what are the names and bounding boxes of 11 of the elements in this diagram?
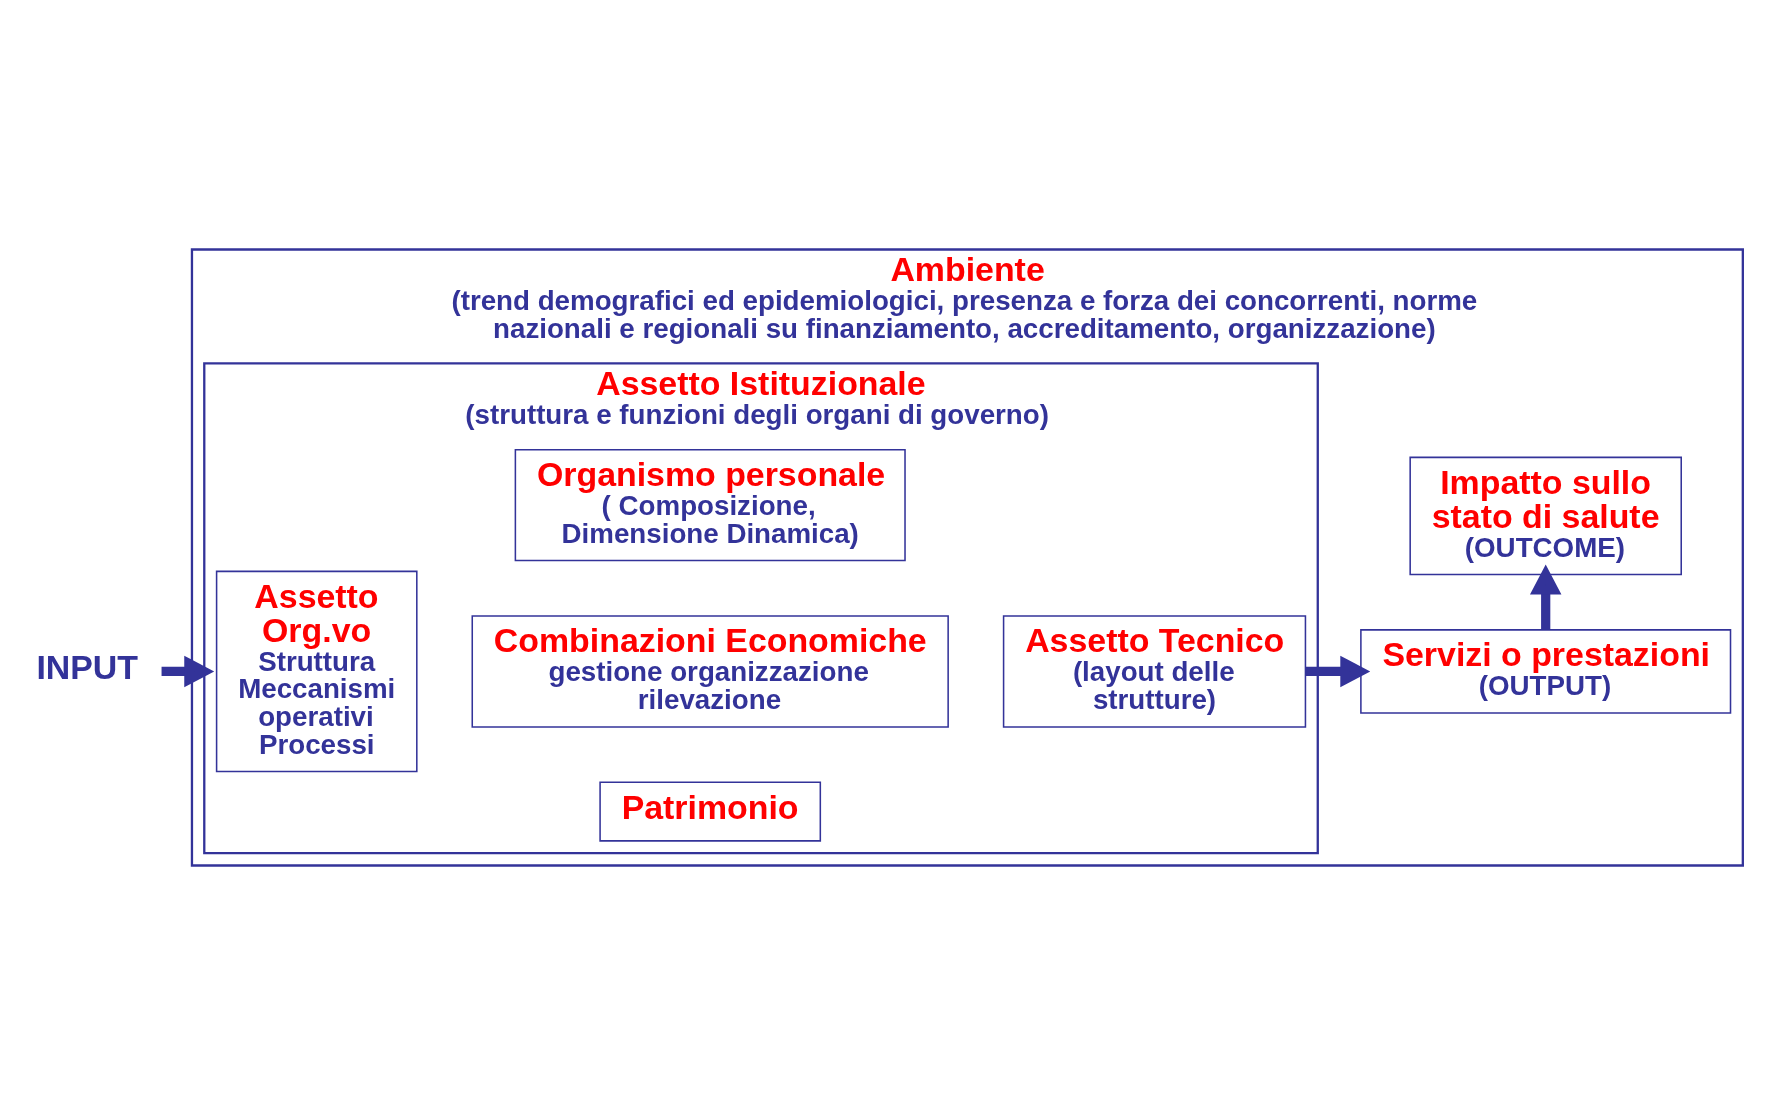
node-text: INPUT — [36, 647, 139, 686]
node-box: Assetto Org.vo Struttura Meccanismi operativi Processi — [215, 570, 418, 773]
node-box: Patrimonio — [599, 781, 822, 842]
node-box: Organismo personale ( Composizione, Dimensione Dinamica) — [514, 448, 906, 562]
node-box: Impatto sullo stato di salute (OUTCOME) — [1409, 456, 1682, 576]
node-box: Servizi o prestazioni (OUTPUT) — [1360, 629, 1732, 714]
node-box: Assetto Tecnico (layout delle strutture) — [1002, 615, 1307, 728]
arrow — [1305, 655, 1371, 688]
arrow — [1529, 564, 1562, 630]
node-box: Combinazioni Economiche gestione organizzazione rilevazione — [471, 615, 949, 728]
arrow — [161, 655, 215, 688]
